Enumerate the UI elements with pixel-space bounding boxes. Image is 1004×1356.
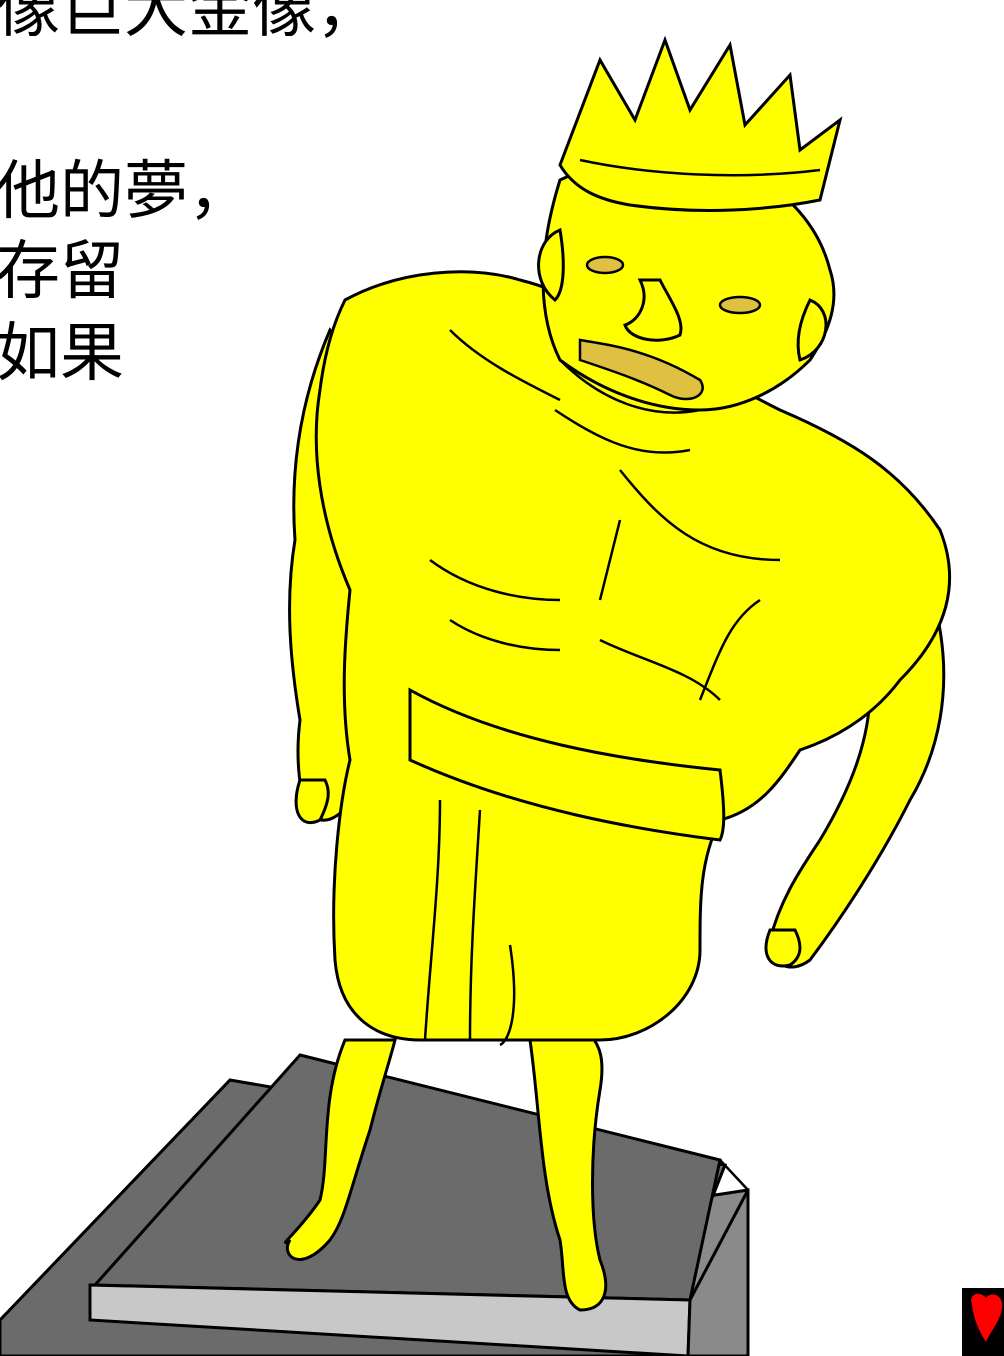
crown-icon [558,35,843,212]
statue-legs [283,1033,608,1312]
caption-line-4: 如果 [0,317,124,391]
statue-torso [314,270,952,1047]
heart-icon [962,1288,1004,1356]
caption-line-3: 存留 [0,235,124,309]
caption-line-2: 他的夢， [0,155,252,229]
statue-hands [294,778,802,968]
caption-line-1: 像巨大金像， [0,0,380,47]
